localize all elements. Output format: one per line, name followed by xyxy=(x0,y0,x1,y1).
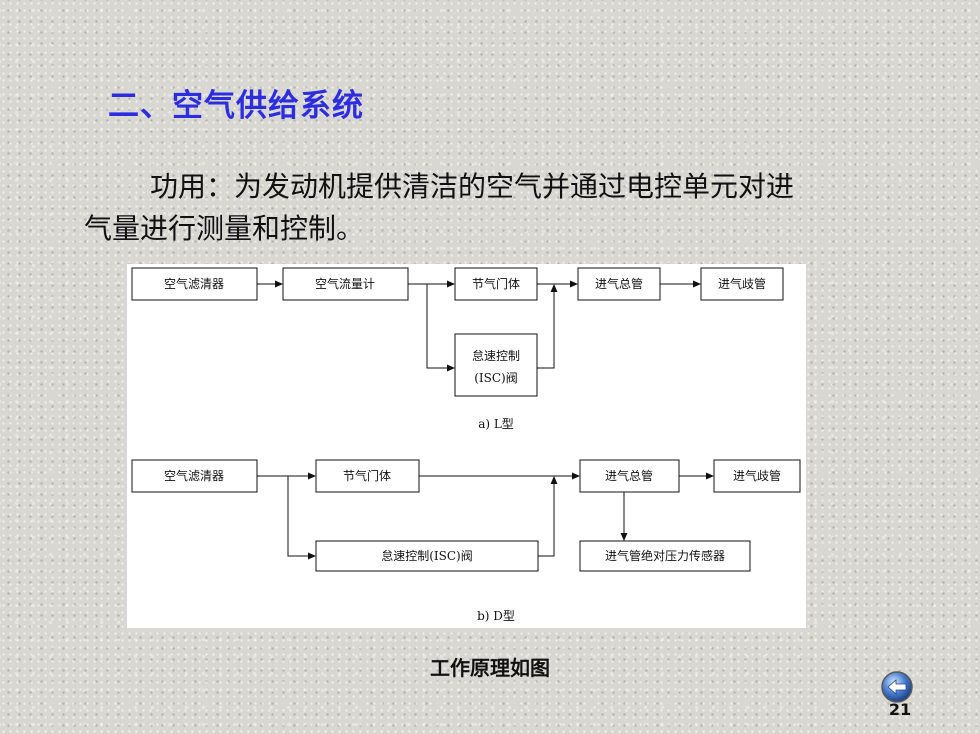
d-air-filter-label: 空气滤清器 xyxy=(164,468,224,483)
slide-title: 二、空气供给系统 xyxy=(108,88,364,124)
l-air-filter-label: 空气滤清器 xyxy=(164,276,224,291)
l-bypass-to-isc xyxy=(426,284,455,372)
body-text-line-2: 气量进行测量和控制。 xyxy=(84,212,365,245)
d-isc-valve-label: 怠速控制(ISC)阀 xyxy=(381,549,473,563)
d-bypass-to-isc xyxy=(287,476,316,560)
l-air-flow-meter-label: 空气流量计 xyxy=(315,276,375,291)
l-isc-label-line-2: (ISC)阀 xyxy=(474,371,518,385)
intake-system-diagram: 空气滤清器 空气流量计 节气门体 进气总管 进气歧管 怠速控制 (ISC)阀 a… xyxy=(127,264,806,628)
back-arrow-icon xyxy=(881,671,913,703)
d-isc-to-main xyxy=(538,476,558,557)
back-button[interactable] xyxy=(880,670,914,704)
d-map-sensor-label: 进气管绝对压力传感器 xyxy=(605,548,725,563)
l-intake-manifold-main-label: 进气总管 xyxy=(595,276,643,291)
d-map-sensor-box xyxy=(579,540,751,572)
d-intake-branch-label: 进气歧管 xyxy=(733,468,781,483)
page-number: 21 xyxy=(888,700,912,719)
l-throttle-body-label: 节气门体 xyxy=(472,276,520,291)
d-type-caption: b) D型 xyxy=(477,609,515,623)
l-intake-branch-box xyxy=(700,267,784,301)
diagram-caption: 工作原理如图 xyxy=(430,656,550,680)
l-type-caption: a) L型 xyxy=(478,417,514,431)
body-text-line-1: 功用：为发动机提供清洁的空气并通过电控单元对进 xyxy=(150,170,795,203)
l-isc-valve-box xyxy=(454,333,538,397)
d-intake-manifold-main-label: 进气总管 xyxy=(605,468,653,483)
d-intake-branch-box xyxy=(713,459,801,493)
d-throttle-body-label: 节气门体 xyxy=(343,468,391,483)
l-isc-to-main xyxy=(537,284,558,369)
body-text: 功用：为发动机提供清洁的空气并通过电控单元对进 气量进行测量和控制。 xyxy=(84,166,924,250)
l-intake-branch-label: 进气歧管 xyxy=(718,276,766,291)
l-isc-label-line-1: 怠速控制 xyxy=(472,349,520,363)
